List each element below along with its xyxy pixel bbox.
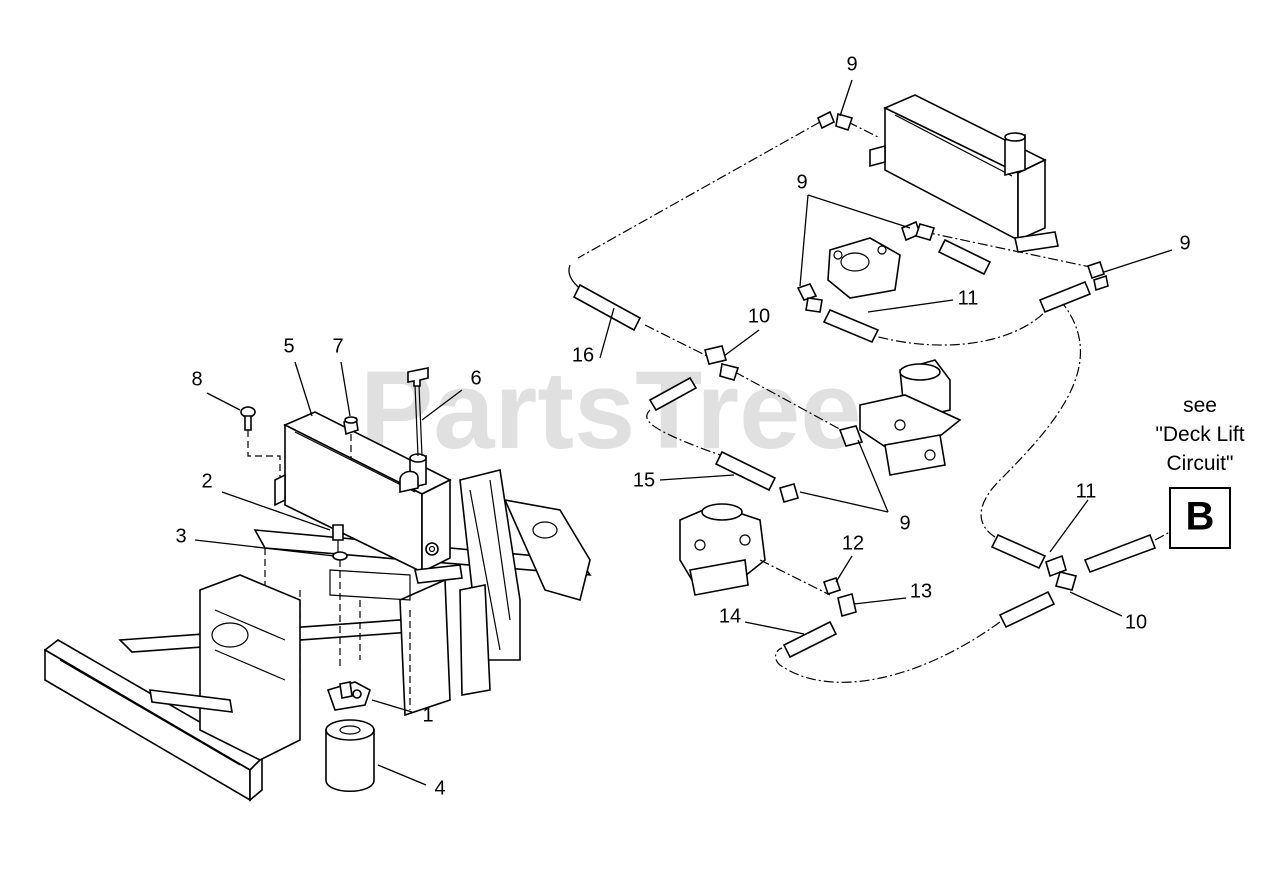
callout-9-top: 9: [846, 53, 857, 75]
reference-badge-frame: [1169, 487, 1231, 549]
callout-5: 5: [283, 335, 294, 357]
callout-4: 4: [434, 777, 445, 799]
callout-9-upper: 9: [796, 171, 807, 193]
callout-3: 3: [175, 525, 186, 547]
oil-cooler: [869, 94, 1059, 253]
oil-filter: [325, 719, 375, 792]
callout-8: 8: [191, 368, 202, 390]
callout-11-upper: 11: [958, 287, 979, 309]
callout-10-lower: 10: [1125, 611, 1147, 633]
callout-9-lower: 9: [899, 512, 910, 534]
callout-10-upper: 10: [748, 305, 770, 327]
callout-6: 6: [470, 367, 481, 389]
dipstick: [407, 367, 429, 457]
callout-7: 7: [332, 335, 343, 357]
callout-15: 15: [633, 469, 655, 491]
callout-1: 1: [422, 704, 433, 726]
reference-note-line-1: see: [1183, 394, 1217, 417]
callout-12: 12: [842, 532, 864, 554]
mounting-screw: [240, 406, 281, 478]
watermark: PartsTree: [360, 349, 861, 472]
hydrostatic-pump: [679, 503, 766, 596]
hydrostatic-motor: [859, 359, 962, 476]
callout-labels: 1 2 3 4 5 6 7 8 9 9 9 9 10 10 11 11 12 1…: [175, 53, 1190, 799]
callout-2: 2: [201, 470, 212, 492]
callout-14: 14: [719, 605, 741, 627]
mounting-bolt: [332, 524, 348, 670]
callout-leaders: [194, 79, 1173, 786]
charge-pump: [827, 237, 901, 299]
callout-9-right: 9: [1179, 232, 1190, 254]
hydraulic-oil-tank: [274, 411, 463, 584]
breather-fitting: [343, 416, 359, 460]
filter-head: [326, 681, 371, 711]
chassis-frame: [43, 469, 592, 802]
callout-16: 16: [572, 344, 594, 366]
callout-13: 13: [910, 580, 932, 602]
deck-lift-reference: see "Deck Lift Circuit" B: [1155, 394, 1245, 549]
reference-note-line-3: Circuit": [1167, 452, 1234, 475]
callout-11-lower: 11: [1076, 480, 1097, 502]
reference-note-line-2: "Deck Lift: [1155, 423, 1244, 446]
hose-fittings: [704, 110, 1109, 618]
reference-badge: B: [1186, 495, 1215, 539]
hydraulic-hoses: [568, 121, 1171, 683]
